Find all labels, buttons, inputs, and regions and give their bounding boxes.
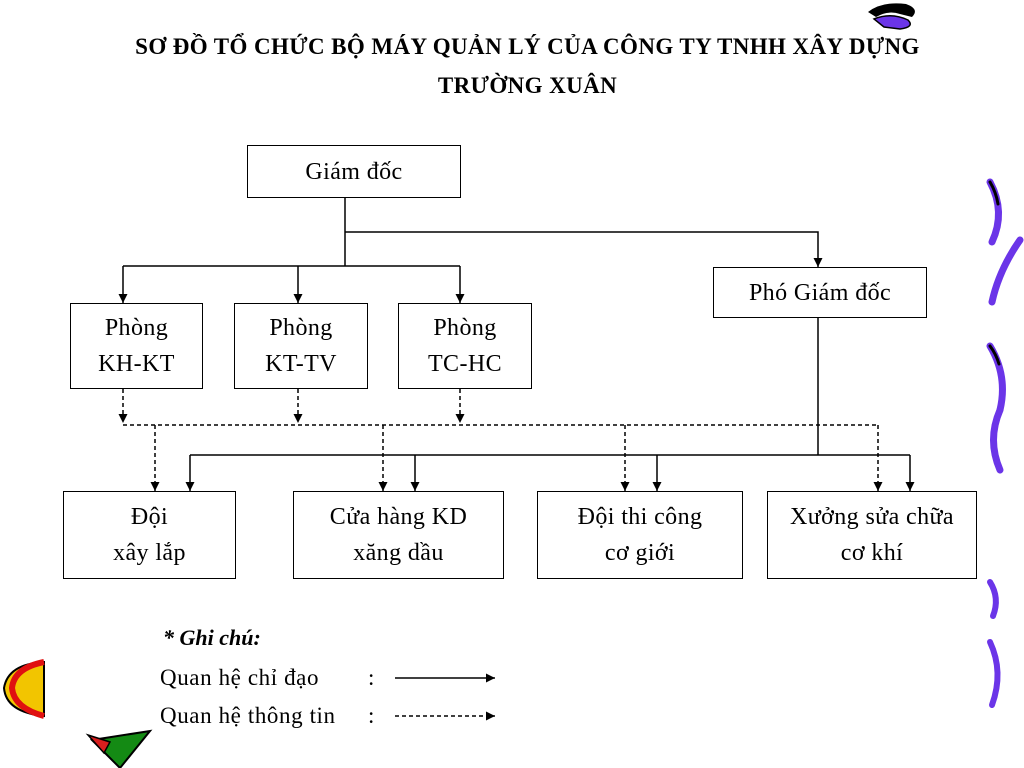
node-label-line-1: Phòng bbox=[433, 315, 497, 341]
legend-separator: : bbox=[368, 703, 375, 728]
chart-title-line-2: TRƯỜNG XUÂN bbox=[437, 73, 618, 98]
clipart-curl-top-right bbox=[868, 3, 915, 30]
node-label-line-2: TC-HC bbox=[428, 351, 502, 377]
legend-arrows bbox=[395, 673, 495, 721]
node-label-line-2: cơ giới bbox=[604, 540, 676, 566]
clipart-ribbon-right bbox=[986, 178, 1024, 708]
node-phong-tc-hc: Phòng TC-HC bbox=[398, 303, 532, 389]
node-label-line-1: Phòng bbox=[104, 315, 169, 341]
node-label-line-2: xây lắp bbox=[113, 540, 186, 566]
node-label-line-2: KH-KT bbox=[98, 351, 175, 377]
node-label-line-2: KT-TV bbox=[265, 351, 337, 377]
node-label-line-1: Đội bbox=[130, 504, 169, 530]
dashed-connectors bbox=[118, 389, 883, 491]
node-label-line-2: cơ khí bbox=[840, 540, 904, 566]
node-giam-doc: Giám đốc bbox=[247, 145, 461, 198]
node-phong-kh-kt: Phòng KH-KT bbox=[70, 303, 203, 389]
legend-separator: : bbox=[368, 665, 375, 690]
node-label-line-1: Xưởng sửa chữa bbox=[790, 504, 954, 530]
node-phong-kt-tv: Phòng KT-TV bbox=[234, 303, 368, 389]
clipart-crayon-bottom-left bbox=[2, 659, 45, 719]
node-label: Giám đốc bbox=[305, 158, 403, 185]
solid-connectors bbox=[118, 198, 915, 491]
legend-heading: * Ghi chú: bbox=[163, 625, 261, 650]
node-xuong-sua-chua: Xưởng sửa chữa cơ khí bbox=[767, 491, 977, 579]
legend-label-directive: Quan hệ chỉ đạo bbox=[160, 665, 320, 690]
node-label-line-1: Phòng bbox=[269, 315, 333, 341]
decorative-clipart bbox=[2, 3, 1024, 768]
node-pho-giam-doc: Phó Giám đốc bbox=[713, 267, 927, 318]
node-label-line-2: xăng dầu bbox=[353, 540, 444, 566]
legend-label-information: Quan hệ thông tin bbox=[160, 703, 336, 728]
node-label: Phó Giám đốc bbox=[748, 279, 892, 306]
node-label-line-1: Đội thi công bbox=[577, 504, 703, 530]
node-doi-xay-lap: Đội xây lắp bbox=[63, 491, 236, 579]
chart-title-line-1: SƠ ĐỒ TỔ CHỨC BỘ MÁY QUẢN LÝ CỦA CÔNG TY… bbox=[135, 34, 920, 59]
node-label-line-1: Cửa hàng KD bbox=[329, 504, 468, 530]
connector-giam-doc-to-pho-giam-doc bbox=[345, 231, 823, 267]
clipart-triangle-bottom bbox=[85, 729, 153, 768]
node-cua-hang-kd: Cửa hàng KD xăng dầu bbox=[293, 491, 504, 579]
node-doi-thi-cong: Đội thi công cơ giới bbox=[537, 491, 743, 579]
